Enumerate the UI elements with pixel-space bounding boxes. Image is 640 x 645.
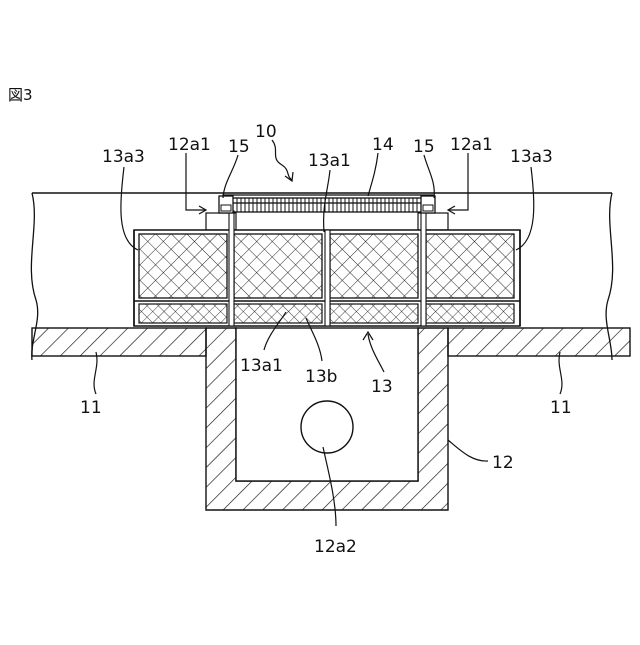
- label-frame-top: 13a1: [308, 151, 351, 171]
- mesh-block: [134, 211, 520, 326]
- ground-slab-right: [448, 328, 630, 356]
- label-support-left: 15: [228, 137, 250, 157]
- mesh-panel: [426, 234, 514, 298]
- leader-support-right: [424, 155, 434, 198]
- label-support-right: 15: [413, 137, 435, 157]
- label-mesh-block: 13: [371, 377, 393, 397]
- mesh-bottom-band: [426, 304, 514, 323]
- leader-support-left: [223, 155, 238, 198]
- leader-ground-right: [559, 352, 562, 394]
- frame-member: [325, 230, 330, 326]
- mesh-bottom-band: [139, 304, 227, 323]
- mesh-panel: [330, 234, 418, 298]
- leader-plate: [368, 153, 378, 196]
- channel-wall-posts: [206, 213, 448, 230]
- label-channel-left-wall: 12a1: [168, 135, 211, 155]
- support-right: [421, 196, 435, 213]
- leader-assembly: [272, 140, 292, 180]
- label-ground-left: 11: [80, 398, 102, 418]
- ground-slab-left: [32, 328, 206, 356]
- figure-label: 図3: [8, 86, 33, 104]
- label-frame-bottom: 13a1: [240, 356, 283, 376]
- label-mesh-right-end: 13a3: [510, 147, 553, 167]
- label-plate: 14: [372, 135, 394, 155]
- frame-member: [421, 211, 426, 326]
- frame-member: [229, 211, 234, 326]
- label-assembly: 10: [255, 122, 277, 142]
- mesh-panel: [139, 234, 227, 298]
- leader-channel-left-wall: [186, 153, 205, 210]
- label-channel-right-wall: 12a1: [450, 135, 493, 155]
- channel-hole: [301, 401, 353, 453]
- leader-channel-right-wall: [449, 153, 468, 210]
- support-left: [219, 196, 233, 213]
- grating-plate: [223, 195, 433, 212]
- mesh-panel: [234, 234, 322, 298]
- mesh-bottom-band: [330, 304, 418, 323]
- label-mesh-left-end: 13a3: [102, 147, 145, 167]
- leader-channel: [448, 440, 488, 461]
- label-mesh-band: 13b: [305, 367, 337, 387]
- leader-ground-left: [94, 352, 97, 394]
- label-channel: 12: [492, 453, 514, 473]
- label-ground-right: 11: [550, 398, 572, 418]
- label-channel-hole: 12a2: [314, 537, 357, 557]
- mesh-bottom-band: [234, 304, 322, 323]
